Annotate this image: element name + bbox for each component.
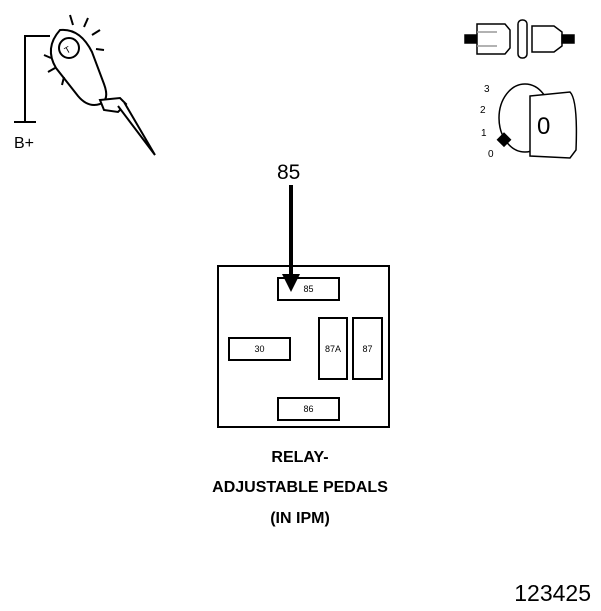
relay-pin-30: 30 (228, 337, 291, 361)
key-current-position: 0 (537, 113, 551, 140)
caption-line-2: ADJUSTABLE PEDALS (212, 479, 388, 496)
relay-pin-86: 86 (277, 397, 340, 421)
relay-pin-87a: 87A (318, 317, 348, 380)
probe-terminal-label: 85 (277, 161, 301, 184)
svg-text:T: T (63, 44, 73, 56)
relay-pin-87-label: 87 (362, 343, 373, 354)
key-position-0: 0 (488, 149, 494, 160)
connector-disconnected-icon (464, 19, 575, 59)
relay-pin-85-label: 85 (303, 284, 314, 294)
relay-pin-87: 87 (352, 317, 383, 380)
b-plus-label: B+ (14, 135, 35, 152)
key-position-2: 2 (480, 105, 486, 116)
caption-line-3: (IN IPM) (270, 510, 330, 527)
relay-pin-87a-label: 87A (324, 343, 341, 354)
key-position-1: 1 (481, 128, 487, 139)
figure-number: 123425 (514, 580, 591, 606)
test-light-icon: T (14, 14, 156, 156)
relay-pin-86-label: 86 (303, 404, 314, 414)
relay-pin-30-label: 30 (254, 344, 265, 354)
ignition-key-icon (496, 83, 578, 159)
key-position-3: 3 (484, 84, 490, 95)
probe-arrow (282, 185, 300, 292)
relay-pin-85: 85 (277, 277, 340, 301)
caption-line-1: RELAY- (271, 449, 329, 466)
relay-body (217, 265, 390, 428)
